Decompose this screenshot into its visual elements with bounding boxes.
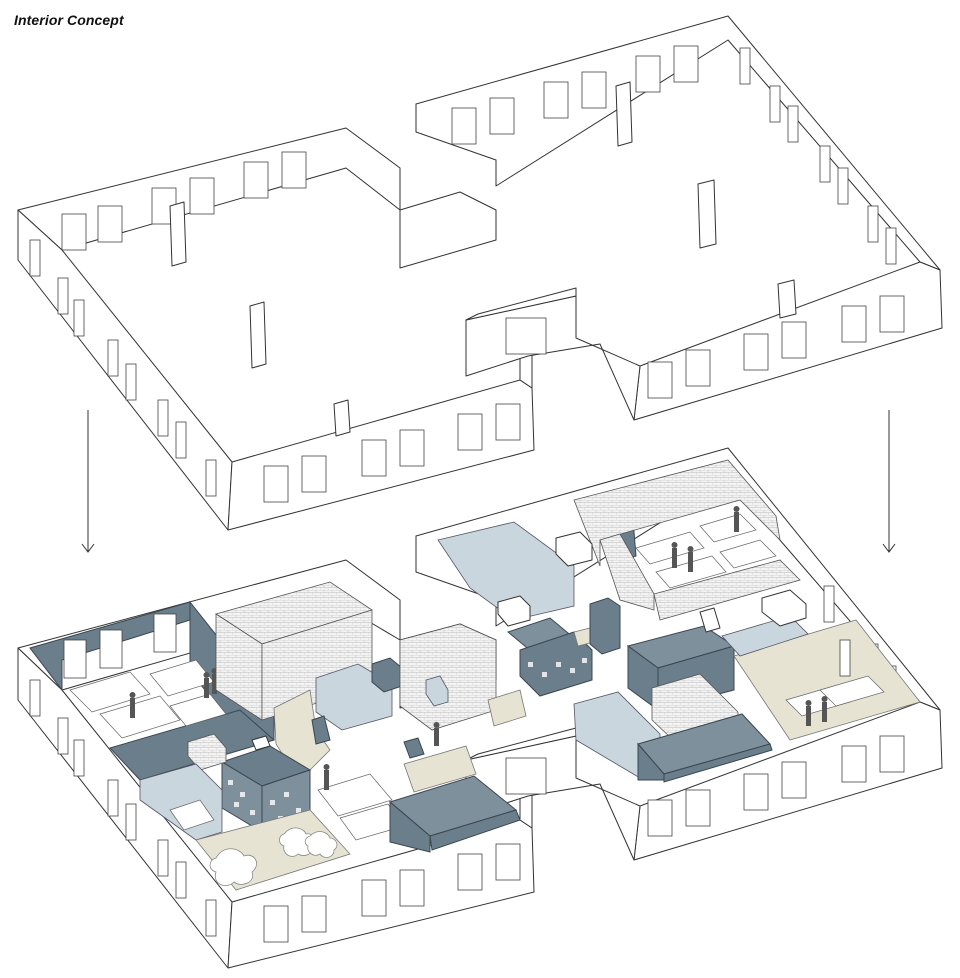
interior-plan [17,447,943,969]
desk-cluster-left [69,659,227,739]
garden-zone [195,809,351,891]
empty-shell-plan [17,15,943,531]
textured-box-center-left [215,581,373,721]
meeting-room-bottom-left [139,763,223,841]
structural-columns [169,81,797,437]
beige-zone-center [273,689,331,771]
windows-bottom [29,585,905,943]
beige-office-right [733,619,921,741]
light-blue-room-center [311,657,403,745]
dark-box-bottom-center [388,775,521,853]
dark-box-lower-right [637,713,773,783]
right-office-room [555,459,801,621]
windows-top-left [29,151,521,503]
light-blue-room-right [699,589,809,657]
arrow-right [882,410,896,553]
windows-top-right [451,45,905,399]
textured-box-middle [399,623,527,793]
arrow-left [81,410,95,553]
page-title: Interior Concept [14,12,124,28]
light-blue-room-top [437,521,575,627]
